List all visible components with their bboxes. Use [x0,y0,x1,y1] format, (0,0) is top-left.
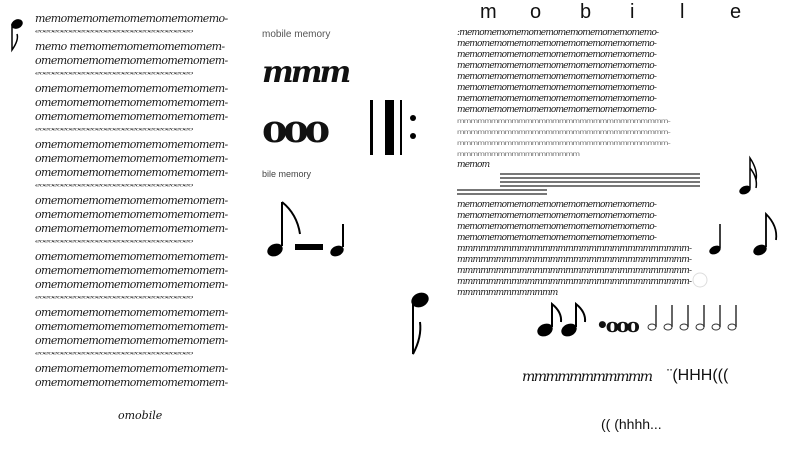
quarter-note-icon [695,323,705,331]
text-line: omemomemomemomemomemomem- [35,194,228,207]
garbled-line: eoeoeoeoeoeoeoeoeoeoeoeoeoeoeoeoeoeo [35,126,193,132]
text-line: memomemomemomemomemomemomemomemo- [457,222,657,232]
garbled-line: eoeoeoeoeoeoeoeoeoeoeoeoeoeoeoeoeoeo [35,238,193,244]
mobile-memory-label: mobile memory [262,29,331,40]
quarter-note-icon [663,323,673,331]
text-line: omemomemomemomemomemomem- [35,82,228,95]
text-line: omemomemomemomemomemomem- [35,334,228,347]
text-line: omemomemomemomemomemomem- [35,208,228,221]
garbled-line: eoeoeoeoeoeoeoeoeoeoeoeoeoeoeoeoeoeo [35,70,193,76]
mmm-line: mmmmmmmmmmmmmmmmmmmmmmmmmmmmmm- [457,277,692,287]
grey-mmm-line: mmmmmmmmmmmmmmmmmmmmmmmmmmmmmmm- [457,139,671,147]
garbled-line: eoeoeoeoeoeoeoeoeoeoeoeoeoeoeoeoeoeo [35,182,193,188]
mmm-line: mmmmmmmmmmmmmmmmmmmmmmmmmmmmmm- [457,244,692,254]
text-line: omemomemomemomemomemomem- [35,320,228,333]
text-line: omemomemomemomemomemomem- [35,96,228,109]
letter-l: l [680,1,685,23]
strikethrough-line [500,185,700,187]
text-line: omemomemomemomemomemomem- [35,110,228,123]
grey-mmm-line: mmmmmmmmmmmmmmmmmmmmmmmmmmmmmmm- [457,128,671,136]
eighth-note-icon [537,301,587,337]
text-line: memomemomemomemomemomemomemomemo- [457,83,657,93]
text-line: memomemomemomemomemomemomemomemo- [457,211,657,221]
sixteenth-note-icon [739,155,758,195]
letter-o: o [530,1,542,23]
quarter-notes-icon [647,305,737,331]
quarter-note-icon [727,323,737,331]
grey-mmm-line: mmmmmmmmmmmmmmmmmmmmmmmmmmmmmmm- [457,117,671,125]
quarter-note-icon [679,323,689,331]
script-mmm-line: mmmmmmmmmmm [522,369,653,385]
letter-m: m [480,1,497,23]
stem [370,100,373,155]
text-line: omemomemomemomemomemomem- [35,376,228,389]
text-line: memomemomemomemomemomemomemomemo- [457,200,657,210]
text-line: omemomemomemomemomemomem- [35,362,228,375]
text-line: :memomemomemomemomemomemomemomemo- [457,28,659,38]
text-line: memomemomemomemomemomemomemomemo- [457,50,657,60]
eighth-note-icon [11,19,23,53]
thick-stem [385,100,394,155]
garbled-line: eoeoeoeoeoeoeoeoeoeoeoeoeoeoeoeoeoeo [35,350,193,356]
text-line: omemomemomemomemomemomem- [35,306,228,319]
omobile-footer: omobile [118,409,163,422]
text-line: omemomemomemomemomemomem- [35,264,228,277]
strikethrough-line [500,173,700,175]
text-line: memomemomemomemomemomemomemomemo- [457,39,657,49]
text-line: omemomemomemomemomemomem- [35,250,228,263]
text-line: memomemomemomemomemomemomemomemo- [457,61,657,71]
text-line: omemomemomemomemomemomem- [35,222,228,235]
strikethrough-line [500,177,700,179]
quarter-note-icon [647,323,657,331]
eighth-note-icon [709,211,778,256]
text-line: omemomemomemomemomemomem- [35,152,228,165]
strikethrough-line [457,193,547,195]
text-line: memomemomemomemomemomemomemomemo- [457,72,657,82]
strikethrough-line [457,189,547,191]
garbled-line: eoeoeoeoeoeoeoeoeoeoeoeoeoeoeoeoeoeo [35,28,193,34]
dot-icon [410,133,416,139]
text-line: omemomemomemomemomemomem- [35,278,228,291]
hhh-text: ¨(HHH((( [667,367,729,384]
mmm-line: mmmmmmmmmmmmmmmmmmmmmmmmmmmmmm- [457,266,692,276]
beamed-notes-icon [267,201,344,257]
ooo-notes-text: •ooo [596,313,640,337]
mmm-line: mmmmmmmmmmmmmmmmmmmmmmmmmmmmmm- [457,255,692,265]
text-line: memo memomemomemomemomem- [35,40,225,53]
letter-e: e [730,1,742,23]
mmm-line: mmmmmmmmmmmmm [457,288,558,298]
letter-i: i [630,1,635,23]
text-line: omemomemomemomemomemomem- [35,138,228,151]
letter-b: b [580,1,592,23]
text-line: memom [457,160,490,170]
dot-icon [410,115,416,121]
grey-mmm-line: mmmmmmmmmmmmmmmmmm [457,150,580,158]
mmm-overlay: mmm [262,55,351,90]
stem [400,100,402,155]
bottom-hhhh-text: (( (hhhh... [601,416,662,432]
quarter-note-icon [711,323,721,331]
eighth-note-icon [411,292,429,355]
text-line: memomemomemomemomemomemo- [35,12,228,25]
ooo-overlay: ooo [262,106,330,151]
text-line: memomemomemomemomemomemomemomemo- [457,105,657,115]
strikethrough-line [500,181,700,183]
text-line: omemomemomemomemomemomem- [35,166,228,179]
text-line: memomemomemomemomemomemomemomemo- [457,233,657,243]
bile-memory-label: bile memory [262,169,312,179]
text-line: omemomemomemomemomemomem- [35,54,228,67]
text-line: memomemomemomemomemomemomemomemo- [457,94,657,104]
garbled-line: eoeoeoeoeoeoeoeoeoeoeoeoeoeoeoeoeoeo [35,294,193,300]
